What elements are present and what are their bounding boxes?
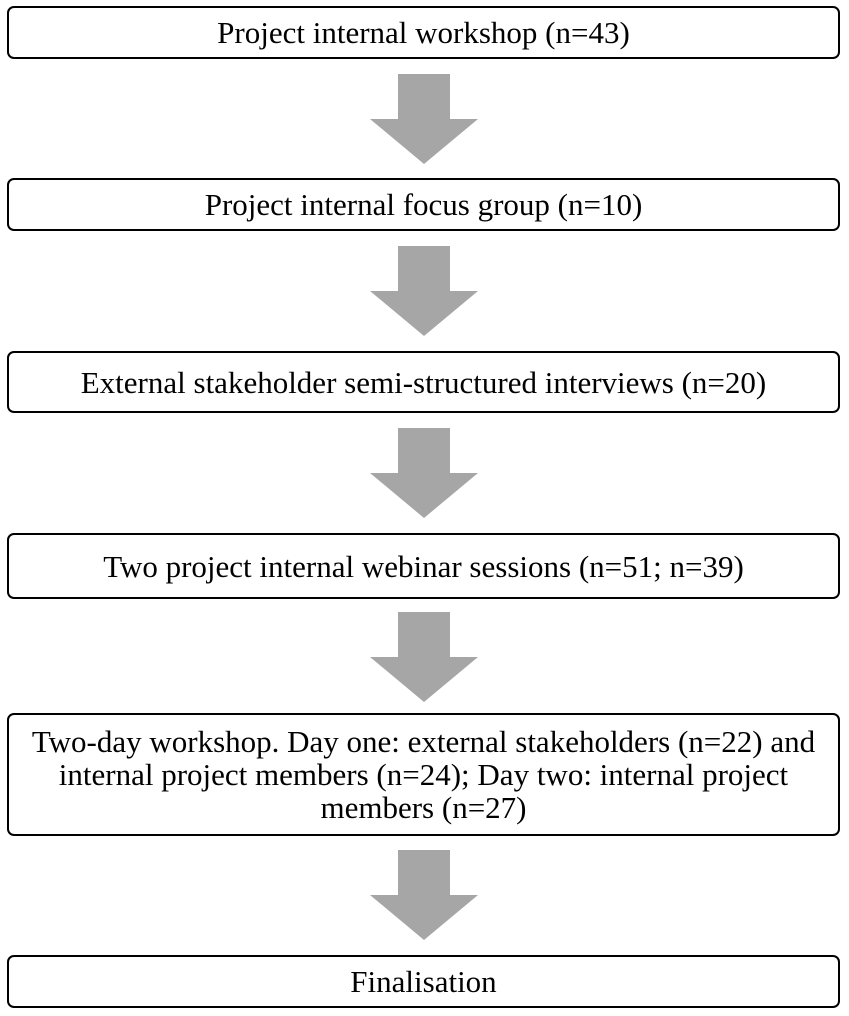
step-label: Finalisation xyxy=(350,964,497,999)
step-box-project-internal-workshop: Project internal workshop (n=43) xyxy=(7,6,840,59)
down-arrow-1 xyxy=(370,74,478,164)
down-arrow-3 xyxy=(370,428,478,518)
step-box-project-internal-focus-group: Project internal focus group (n=10) xyxy=(7,178,840,231)
down-arrow-2 xyxy=(370,246,478,336)
down-arrow-4 xyxy=(370,612,478,702)
step-box-finalisation: Finalisation xyxy=(7,955,840,1008)
down-arrow-5 xyxy=(370,850,478,940)
step-box-external-stakeholder-interviews: External stakeholder semi-structured int… xyxy=(7,351,840,413)
step-label: Two project internal webinar sessions (n… xyxy=(103,548,744,584)
step-box-two-day-workshop: Two-day workshop. Day one: external stak… xyxy=(7,713,840,836)
step-label: Two-day workshop. Day one: external stak… xyxy=(31,724,816,825)
step-label: External stakeholder semi-structured int… xyxy=(80,364,767,400)
step-label: Project internal focus group (n=10) xyxy=(204,187,643,222)
step-box-webinar-sessions: Two project internal webinar sessions (n… xyxy=(7,533,840,599)
step-label: Project internal workshop (n=43) xyxy=(217,15,630,50)
